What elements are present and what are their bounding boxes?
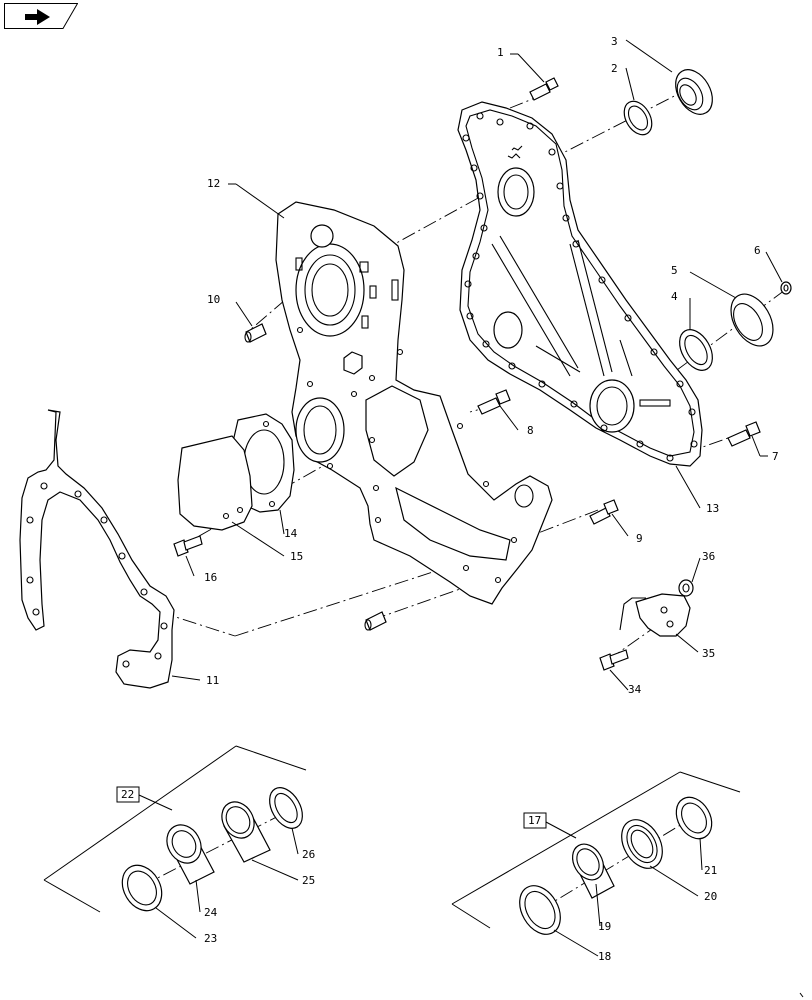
callout-34: 34 bbox=[628, 683, 642, 696]
callout-1: 1 bbox=[497, 46, 504, 59]
seal-26 bbox=[269, 787, 303, 829]
plug-6 bbox=[780, 281, 792, 295]
bolt-8 bbox=[477, 389, 511, 415]
seal-5 bbox=[730, 293, 774, 347]
leader-lines bbox=[155, 39, 783, 957]
callout-14: 14 bbox=[284, 527, 298, 540]
back-arrow-icon bbox=[4, 3, 79, 29]
callout-5: 5 bbox=[671, 264, 678, 277]
callout-25: 25 bbox=[302, 874, 315, 887]
timing-cover-13 bbox=[457, 101, 703, 467]
bolt-16 bbox=[173, 535, 203, 557]
callout-19: 19 bbox=[598, 920, 611, 933]
callout-18: 18 bbox=[598, 950, 611, 963]
bolt-34 bbox=[599, 649, 629, 671]
callout-labels: 1 2 3 5 4 6 7 8 9 10 11 12 13 14 15 16 3… bbox=[121, 35, 779, 963]
callout-2: 2 bbox=[611, 62, 618, 75]
callout-11: 11 bbox=[206, 674, 219, 687]
seal-18 bbox=[519, 885, 561, 935]
callout-36: 36 bbox=[702, 550, 715, 563]
bushing-24 bbox=[166, 824, 215, 885]
cover-plate-15 bbox=[177, 435, 253, 531]
gasket-11 bbox=[19, 409, 175, 689]
front-plate-12 bbox=[275, 201, 553, 605]
kit-17-label: 17 bbox=[528, 814, 541, 827]
callout-24: 24 bbox=[204, 906, 218, 919]
callout-16: 16 bbox=[204, 571, 217, 584]
seal-21 bbox=[675, 796, 713, 840]
back-button[interactable] bbox=[4, 3, 79, 29]
callout-21: 21 bbox=[704, 864, 717, 877]
callout-13: 13 bbox=[706, 502, 719, 515]
bolt-1 bbox=[529, 77, 559, 101]
seal-4 bbox=[679, 329, 713, 371]
callout-3: 3 bbox=[611, 35, 618, 48]
sleeve-25 bbox=[221, 801, 271, 863]
callout-20: 20 bbox=[704, 890, 717, 903]
bolt-7 bbox=[727, 421, 761, 447]
kit-17-group bbox=[451, 771, 741, 935]
callout-9: 9 bbox=[636, 532, 643, 545]
washer-36 bbox=[678, 579, 694, 597]
kit-22-label: 22 bbox=[121, 788, 134, 801]
kit-22-box bbox=[116, 786, 140, 803]
callout-10: 10 bbox=[207, 293, 220, 306]
callout-7: 7 bbox=[772, 450, 779, 463]
dowel-pin-lower bbox=[364, 611, 387, 631]
callout-26: 26 bbox=[302, 848, 315, 861]
corner-mark bbox=[799, 992, 804, 998]
callout-35: 35 bbox=[702, 647, 715, 660]
kit-17-box bbox=[523, 812, 547, 829]
seal-2 bbox=[623, 100, 653, 136]
bracket-35 bbox=[619, 593, 691, 637]
seal-23 bbox=[121, 864, 163, 912]
callout-12: 12 bbox=[207, 177, 220, 190]
callout-23: 23 bbox=[204, 932, 217, 945]
callout-4: 4 bbox=[671, 290, 678, 303]
dowel-pin-10 bbox=[244, 323, 267, 343]
bolt-9 bbox=[589, 499, 619, 525]
callout-8: 8 bbox=[527, 424, 534, 437]
seal-3 bbox=[675, 69, 713, 115]
callout-15: 15 bbox=[290, 550, 303, 563]
bushing-19 bbox=[571, 843, 615, 899]
kit-22-group bbox=[43, 745, 307, 913]
callout-6: 6 bbox=[754, 244, 761, 257]
seal-20 bbox=[621, 819, 663, 869]
